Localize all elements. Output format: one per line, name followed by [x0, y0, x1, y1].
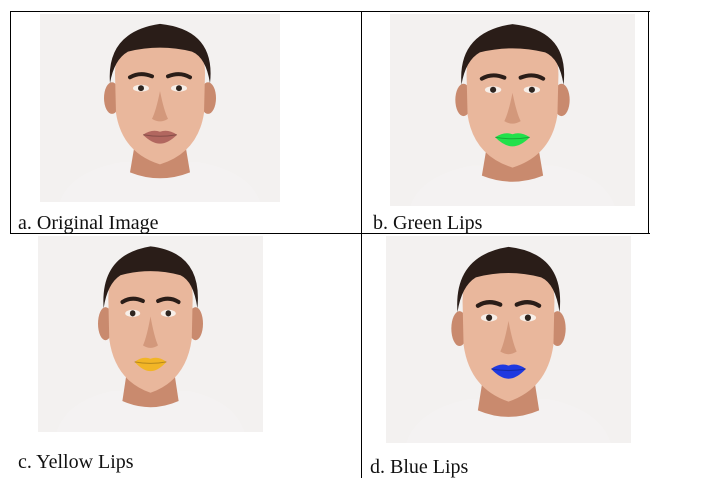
face-photo-blue-lips	[386, 236, 631, 443]
caption-original: a. Original Image	[18, 212, 159, 234]
grid-line-left	[10, 11, 11, 234]
caption-yellow-lips: c. Yellow Lips	[18, 451, 134, 473]
face-photo-yellow-lips	[38, 236, 263, 432]
caption-blue-lips: d. Blue Lips	[370, 456, 469, 478]
grid-line-right	[648, 11, 649, 234]
face-photo-green-lips	[390, 14, 635, 206]
grid-line-top	[10, 11, 650, 12]
grid-line-middle-vertical	[361, 11, 362, 478]
caption-green-lips: b. Green Lips	[373, 212, 483, 234]
grid-line-middle-horizontal	[10, 233, 650, 234]
face-photo-original	[40, 14, 280, 202]
